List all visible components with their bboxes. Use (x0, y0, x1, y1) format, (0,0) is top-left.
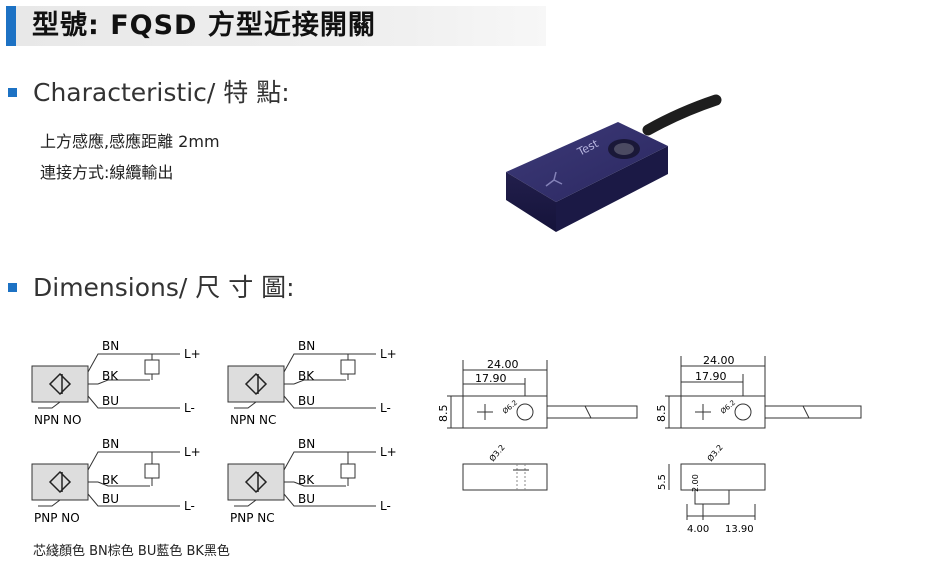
wire-bu: BU (298, 394, 315, 408)
sensor-front-face (506, 172, 556, 232)
sensing-face-inner (614, 143, 634, 155)
square-bullet-icon (8, 282, 17, 292)
wiring-pnp-no: BN BK BU L+ L- PNP NO (31, 437, 201, 525)
dimensions-heading-text: Dimensions/ 尺 寸 圖: (33, 273, 295, 302)
wire-bu: BU (102, 394, 119, 408)
dim-height: 8.5 (437, 405, 450, 423)
characteristic-heading: Characteristic/ 特 點: (8, 78, 290, 108)
sensor-side-face (556, 146, 668, 232)
sensor-symbol-icon (244, 372, 268, 396)
characteristic-line-2: 連接方式:線纜輸出 (40, 163, 174, 182)
drawing-right: 24.00 17.90 8.5 Ø6.2 Ø3.2 5.5 2.00 4.00 … (655, 354, 862, 535)
dim-step: 2.00 (691, 474, 700, 492)
page-title: 型號: FQSD 方型近接開關 (32, 10, 376, 41)
terminal-minus: L- (380, 499, 391, 513)
dimension-drawings: 24.00 17.90 8.5 Ø6.2 Ø3.2 24.00 17.90 (437, 354, 862, 535)
terminal-minus: L- (380, 401, 391, 415)
wiring-npn-nc: BN BK BU L+ L- NPN NC (227, 339, 397, 427)
title-bar (6, 6, 546, 46)
sensor-symbol-icon (244, 470, 268, 494)
wiring-diagrams: BN BK BU L+ L- NPN NO BN BK BU L+ L- NPN… (31, 339, 397, 525)
dimensions-heading: Dimensions/ 尺 寸 圖: (8, 273, 295, 303)
dim-mount-hole: Ø3.2 (487, 442, 507, 463)
dim-hole-distance: 17.90 (695, 370, 727, 383)
characteristic-heading-text: Characteristic/ 特 點: (33, 78, 290, 107)
wiring-label: PNP NC (230, 511, 275, 525)
product-photo: Test (506, 94, 722, 232)
wire-bu: BU (102, 492, 119, 506)
terminal-minus: L- (184, 499, 195, 513)
cable (642, 94, 722, 136)
terminal-plus: L+ (184, 445, 201, 459)
dim-height: 8.5 (655, 405, 668, 423)
dim-bottom-right: 13.90 (725, 524, 754, 535)
terminal-plus: L+ (184, 347, 201, 361)
wiring-pnp-nc: BN BK BU L+ L- PNP NC (227, 437, 397, 525)
wire-bk: BK (298, 369, 315, 383)
wiring-label: PNP NO (34, 511, 80, 525)
wire-bn: BN (102, 339, 119, 353)
wire-bn: BN (102, 437, 119, 451)
logo-mark-icon (545, 171, 563, 187)
dim-bottom-left: 4.00 (687, 524, 709, 535)
dim-mount-hole: Ø3.2 (705, 442, 725, 463)
wire-color-note: 芯綫顏色 BN棕色 BU藍色 BK黑色 (33, 544, 230, 559)
cable-outline (764, 405, 862, 419)
dim-overall-length: 24.00 (487, 358, 519, 371)
wire-bn: BN (298, 339, 315, 353)
wire-bk: BK (102, 473, 119, 487)
wire-bn: BN (298, 437, 315, 451)
characteristic-line-1: 上方感應,感應距離 2mm (40, 132, 220, 151)
wiring-label: NPN NO (34, 413, 81, 427)
dim-overall-length: 24.00 (703, 354, 735, 367)
dim-hole-distance: 17.90 (475, 372, 507, 385)
sensor-symbol-icon (48, 470, 72, 494)
title-accent (6, 6, 16, 46)
dim-thickness: 5.5 (657, 474, 668, 490)
wire-bu: BU (298, 492, 315, 506)
drawing-left: 24.00 17.90 8.5 Ø6.2 Ø3.2 (437, 358, 638, 491)
terminal-plus: L+ (380, 347, 397, 361)
wire-bk: BK (102, 369, 119, 383)
wiring-npn-no: BN BK BU L+ L- NPN NO (31, 339, 201, 427)
square-bullet-icon (8, 87, 17, 97)
sensor-symbol-icon (48, 372, 72, 396)
terminal-plus: L+ (380, 445, 397, 459)
wiring-label: NPN NC (230, 413, 276, 427)
terminal-minus: L- (184, 401, 195, 415)
cable-outline (546, 405, 638, 419)
wire-bk: BK (298, 473, 315, 487)
